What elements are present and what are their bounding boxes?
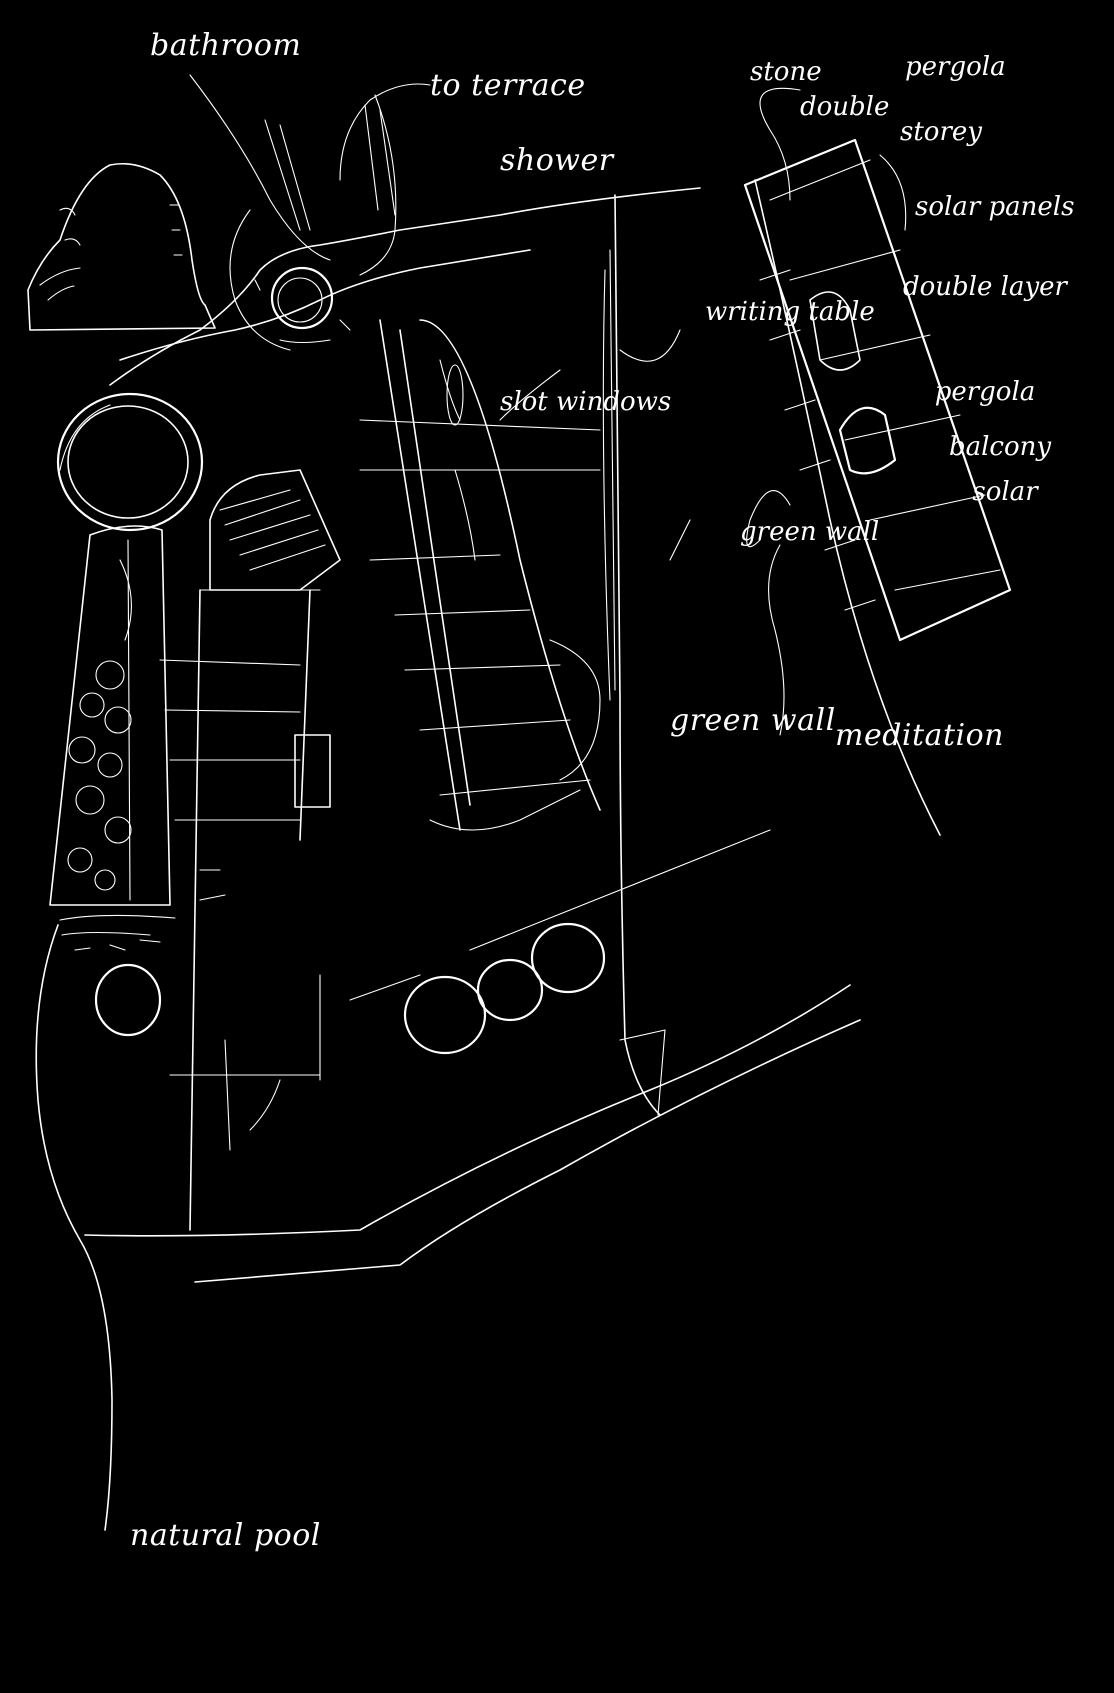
note-writing-table: writing table [705,297,875,327]
stair-wing [359,319,601,831]
note-top-right-3: storey [900,117,982,147]
triple-circles [349,829,771,1055]
left-tower [49,525,176,951]
scribble-circles [67,660,132,891]
stair-bend [199,469,341,591]
path-upper [109,187,701,386]
leader-lines [499,87,801,736]
central-axis [602,194,666,1116]
round-room [56,392,204,532]
upper-curves [189,74,431,351]
lower-block [159,589,331,1231]
note-right-4: solar [972,477,1039,507]
note-top-right-0: stone [750,57,822,87]
left-boundary-curve [35,924,113,1531]
small-pool [94,963,162,1037]
lower-boundary [84,984,861,1283]
right-wing [743,138,1012,836]
note-slot-windows: slot windows [500,387,671,417]
note-meditation: meditation [835,718,1004,753]
note-top-right-1: pergola [905,52,1006,82]
note-shower: shower [500,143,615,178]
note-top-right-2: double [800,92,889,122]
hill-mound [27,162,216,331]
note-green-wall-lower: green wall [670,703,836,738]
note-natural-pool: natural pool [130,1518,321,1553]
note-right-3: balcony [949,432,1051,462]
note-right-2: pergola [935,377,1036,407]
note-green-wall-upper: green wall [740,517,879,547]
note-right-0: solar panels [915,192,1074,222]
note-to-terrace: to terrace [430,68,586,103]
note-right-1: double layer [903,272,1069,302]
note-bathroom: bathroom [150,28,301,63]
